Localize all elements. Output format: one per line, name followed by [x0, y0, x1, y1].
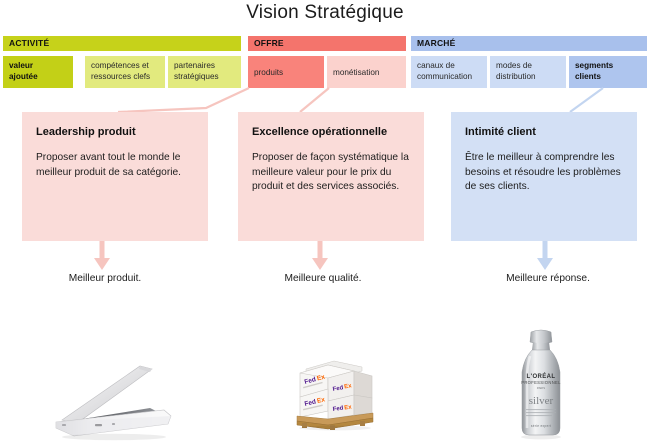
svg-text:Ex: Ex	[316, 396, 326, 405]
connector-monetisation	[299, 87, 330, 113]
arrow-down-icon-2	[312, 241, 328, 270]
subcell-canaux-communication: canaux de communication	[411, 56, 487, 88]
svg-text:Ex: Ex	[316, 374, 326, 383]
fedex-pallet-image: Fed Ex Fed Ex Fed Ex Fed	[288, 353, 380, 431]
svg-text:Fed: Fed	[332, 385, 344, 393]
subcell-valeur-ajoutee: valeur ajoutée	[3, 56, 73, 88]
concept-title: Leadership produit	[36, 126, 136, 138]
concept-body: Proposer de façon systématique la meille…	[252, 152, 409, 192]
subcell-label: canaux de communication	[417, 61, 473, 81]
fedex-box: Fed Ex	[327, 394, 373, 420]
category-header-activite: ACTIVITÉ	[3, 36, 241, 51]
subcell-partenaires-strategiques: partenaires stratégiques	[168, 56, 241, 88]
svg-text:PARIS: PARIS	[537, 386, 545, 390]
category-header-offre: OFFRE	[248, 36, 406, 51]
concept-title: Excellence opérationnelle	[252, 126, 388, 138]
subcell-label: monétisation	[333, 67, 380, 77]
subcell-label: segments clients	[575, 61, 614, 81]
concept-box-leadership-produit: Leadership produit Proposer avant tout l…	[22, 112, 208, 241]
concept-body: Être le meilleur à comprendre les besoin…	[465, 152, 621, 192]
svg-text:silver: silver	[529, 395, 554, 407]
connector-produits	[117, 87, 250, 114]
svg-text:Fed: Fed	[304, 399, 317, 408]
svg-text:Fed: Fed	[332, 406, 344, 413]
subcell-modes-distribution: modes de distribution	[490, 56, 566, 88]
subcell-label: modes de distribution	[496, 61, 536, 81]
svg-text:PROFESSIONNEL: PROFESSIONNEL	[521, 380, 561, 385]
subcell-label: produits	[254, 67, 284, 77]
concept-box-intimite-client: Intimité client Être le meilleur à compr…	[451, 112, 637, 241]
concept-title: Intimité client	[465, 126, 536, 138]
svg-text:Fed: Fed	[304, 376, 317, 386]
outcome-caption-1: Meilleur produit.	[68, 273, 142, 284]
subcell-label: valeur ajoutée	[9, 61, 38, 81]
subcell-segments-clients: segments clients	[569, 56, 647, 88]
svg-text:Ex: Ex	[344, 404, 353, 411]
outcome-caption-2: Meilleure qualité.	[284, 273, 362, 284]
subcell-produits: produits	[248, 56, 324, 88]
arrow-down-icon-3	[537, 241, 553, 270]
subcell-monetisation: monétisation	[327, 56, 406, 88]
svg-text:Ex: Ex	[344, 383, 353, 390]
page-title: Vision Stratégique	[246, 2, 404, 23]
concept-body: Proposer avant tout le monde le meilleur…	[36, 152, 181, 178]
laptop-image	[40, 358, 190, 443]
arrow-down-icon-1	[94, 241, 110, 270]
subcell-label: partenaires stratégiques	[174, 61, 219, 81]
concept-box-excellence-operationnelle: Excellence opérationnelle Proposer de fa…	[238, 112, 424, 241]
wooden-pallet	[296, 412, 374, 430]
category-header-marche: MARCHÉ	[411, 36, 647, 51]
connector-segments-clients	[569, 87, 604, 113]
outcome-caption-3: Meilleure réponse.	[506, 273, 590, 284]
svg-text:L'ORÉAL: L'ORÉAL	[527, 372, 556, 380]
subcell-competences-ressources: compétences et ressources clefs	[85, 56, 165, 88]
loreal-bottle-image: L'ORÉAL PROFESSIONNEL PARIS silver série…	[510, 328, 572, 443]
svg-text:série expert: série expert	[531, 424, 551, 428]
subcell-label: compétences et ressources clefs	[91, 61, 151, 81]
